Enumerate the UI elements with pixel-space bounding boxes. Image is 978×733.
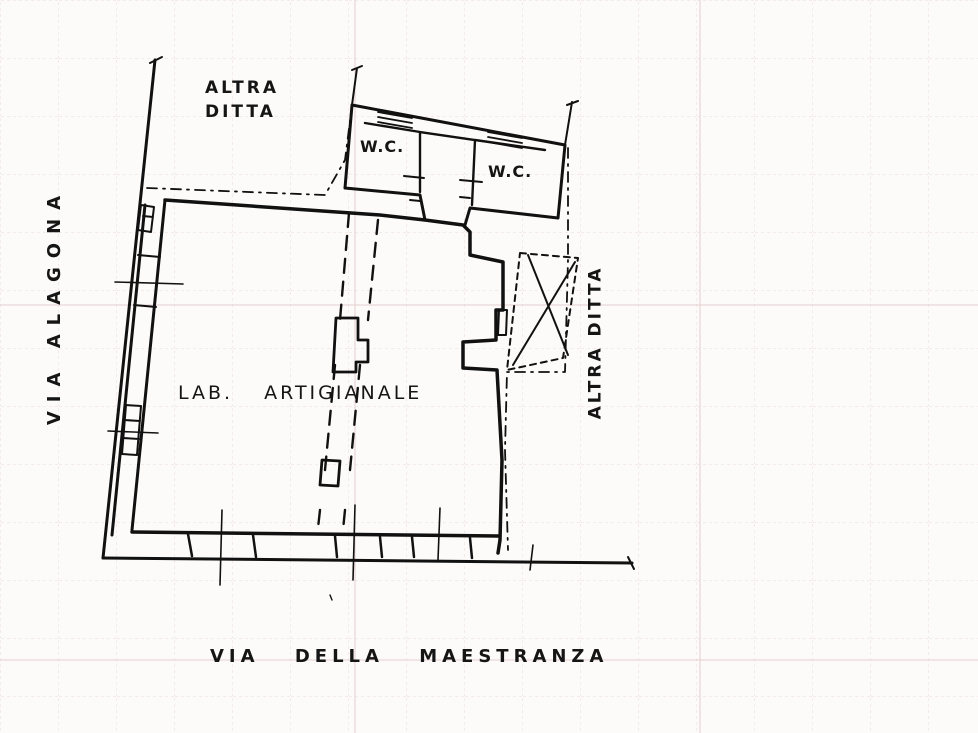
main-room-label: LAB. ARTIGIANALE bbox=[178, 382, 423, 404]
dimension-ticks bbox=[219, 504, 534, 586]
internal-partition-dashed bbox=[341, 218, 380, 532]
west-window bbox=[137, 204, 155, 233]
top-boundary-tick bbox=[564, 100, 579, 146]
internal-pillar bbox=[331, 316, 370, 374]
wc-right-label: W.C. bbox=[488, 162, 533, 181]
wc-door-marks bbox=[403, 175, 483, 202]
wc-left-label: W.C. bbox=[360, 137, 405, 156]
south-facade-wall bbox=[130, 530, 500, 538]
service-block-outer bbox=[343, 103, 567, 227]
top-neighbor-label-line1: ALTRA bbox=[205, 78, 280, 98]
south-facade-openings bbox=[186, 532, 474, 560]
wc-window bbox=[487, 131, 523, 149]
east-window bbox=[497, 309, 508, 336]
west-boundary-tick bbox=[149, 56, 163, 64]
west-boundary-line bbox=[101, 58, 157, 560]
west-street-label: VIA ALAGONA bbox=[44, 186, 65, 426]
west-facade-inner bbox=[130, 198, 167, 532]
right-neighbor-label: ALTRA DITTA bbox=[585, 265, 606, 420]
west-window-tick bbox=[114, 281, 184, 285]
dimension-dash bbox=[329, 594, 333, 601]
wc-window bbox=[377, 111, 413, 129]
top-neighbor-label-line2: DITTA bbox=[205, 102, 276, 122]
stair-void-cross bbox=[512, 254, 576, 366]
internal-pillar bbox=[318, 458, 342, 488]
stair-void-outline bbox=[506, 252, 579, 371]
top-boundary-tick bbox=[351, 65, 363, 106]
south-street-label: VIA DELLA MAESTRANZA bbox=[210, 646, 609, 667]
property-boundary-dashdot bbox=[146, 104, 353, 196]
internal-partition-dashed bbox=[316, 211, 351, 530]
west-facade-outer bbox=[110, 203, 147, 537]
south-boundary-line bbox=[101, 556, 634, 565]
west-wall-jamb bbox=[133, 254, 161, 308]
west-window-tick bbox=[107, 430, 159, 434]
west-window bbox=[121, 404, 142, 456]
south-boundary-tick bbox=[627, 556, 635, 570]
property-boundary-dashdot bbox=[504, 147, 569, 551]
